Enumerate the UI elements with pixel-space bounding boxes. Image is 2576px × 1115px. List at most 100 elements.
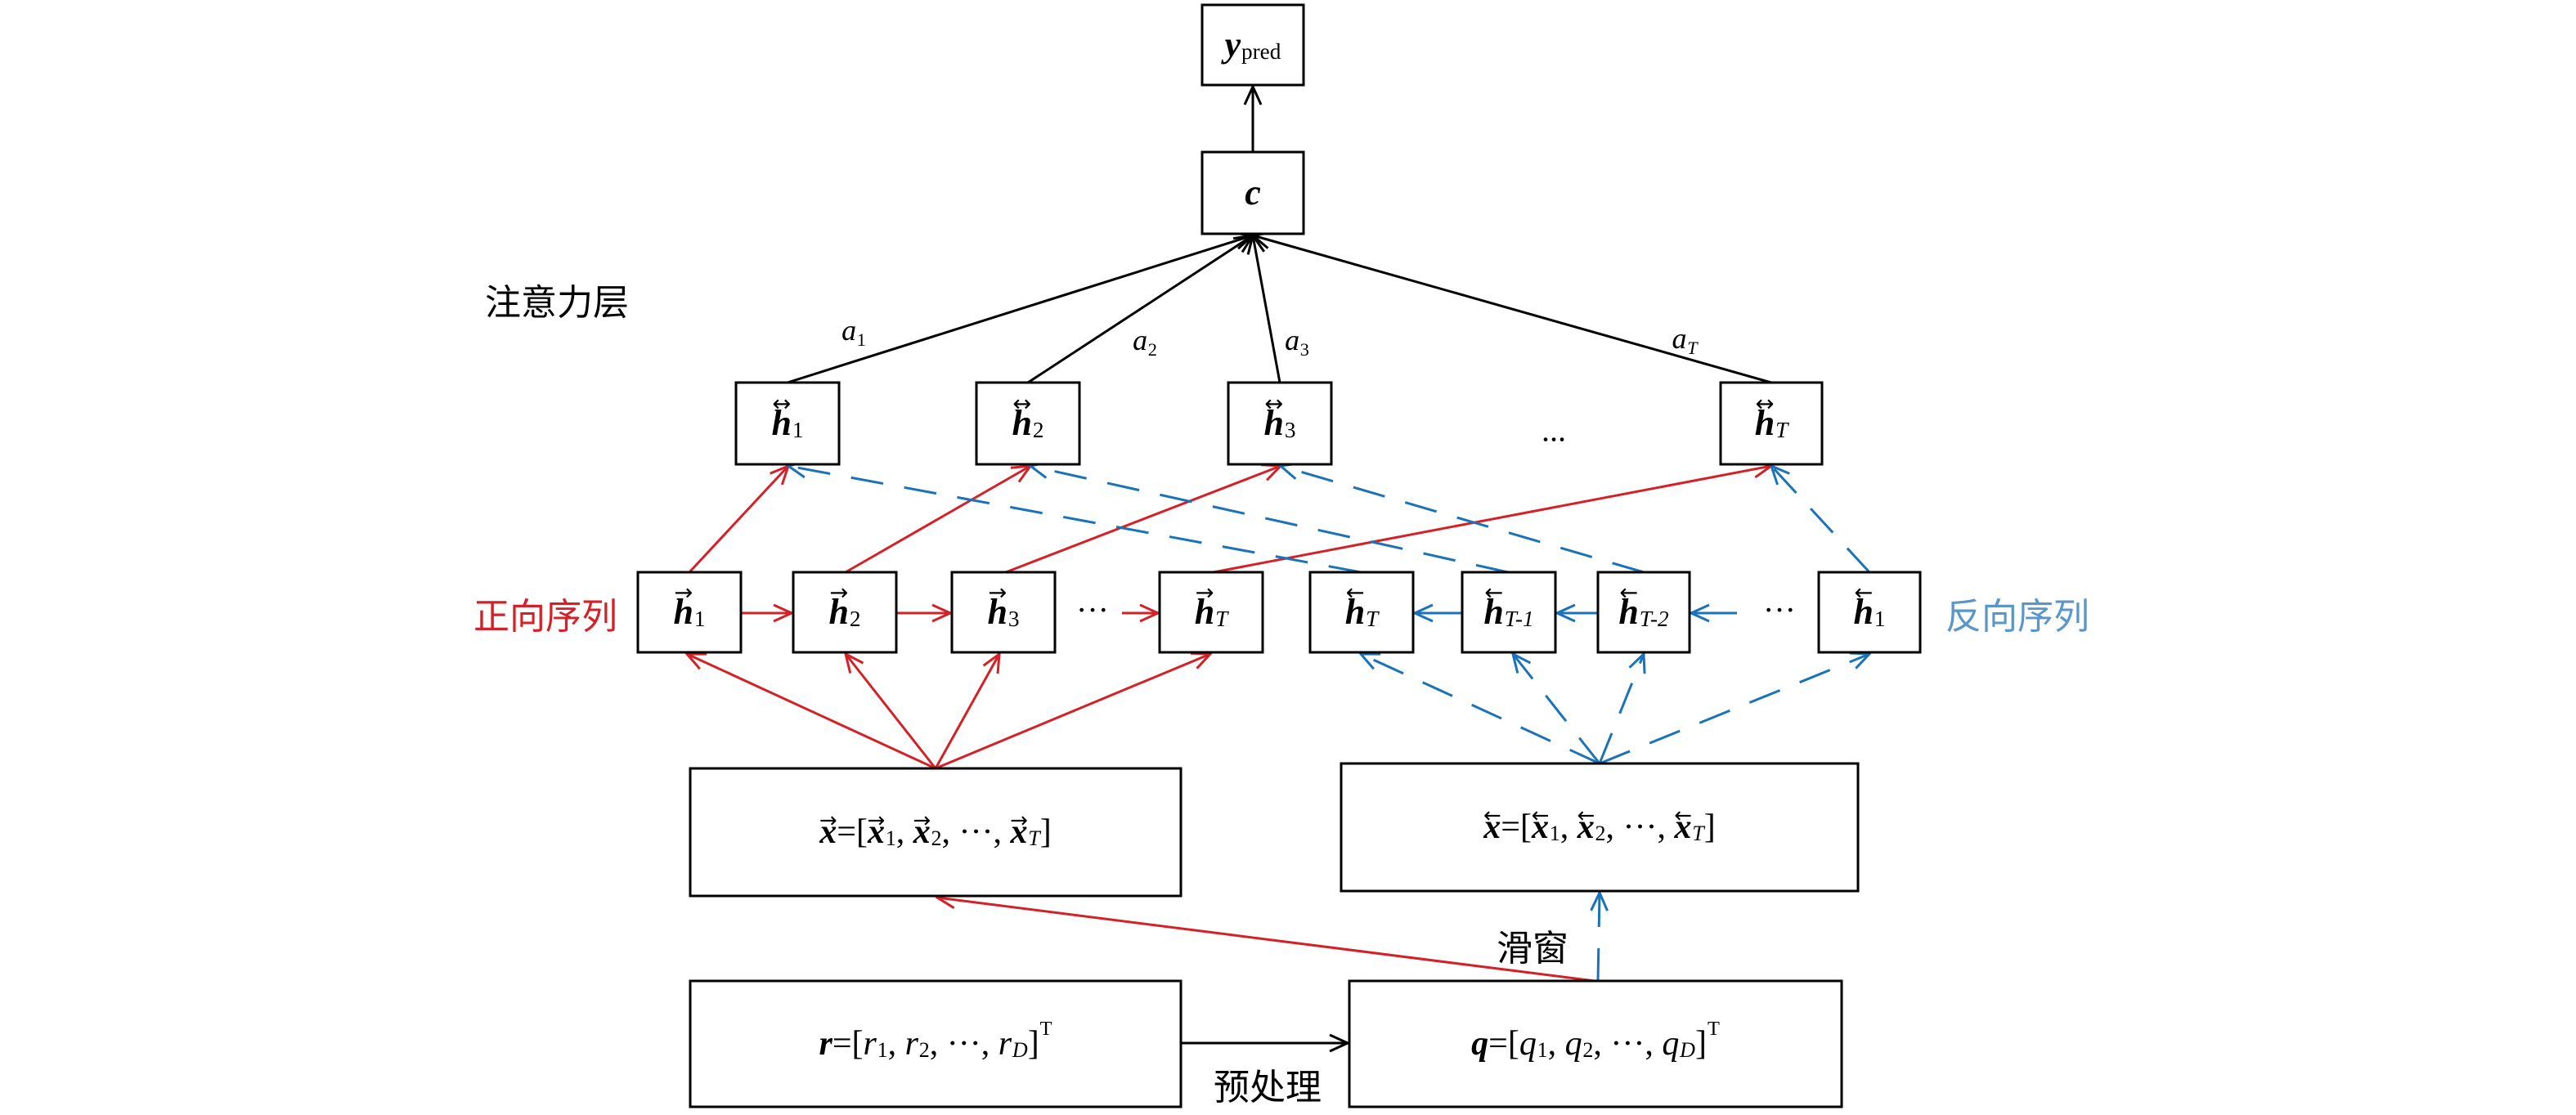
math-symbol: →x	[1010, 808, 1028, 851]
math-symbol: ←x	[1674, 803, 1692, 846]
bi-state-box-3	[1227, 381, 1333, 466]
math-accent-arrow: ←	[1531, 803, 1550, 828]
math-accent-arrow: ←	[1619, 580, 1639, 607]
math-symbol: q	[1564, 1024, 1582, 1063]
math-symbol: ←h	[1483, 580, 1504, 632]
math-operator: ,	[887, 1025, 905, 1063]
math-subscript: 1	[877, 1038, 888, 1063]
math-accent-arrow: ←	[1483, 803, 1501, 828]
math-subscript: 1	[885, 826, 896, 851]
math-symbol: q	[1519, 1024, 1537, 1063]
bi-state-ellipsis: ...	[1542, 411, 1566, 449]
attention-line-T	[1253, 235, 1772, 384]
math-symbol: ←h	[1344, 580, 1366, 632]
math-symbol: ↔h	[771, 392, 792, 443]
math-accent-arrow: ↔	[1264, 392, 1284, 418]
math-accent-arrow: →	[988, 580, 1008, 607]
math-accent-arrow: ↔	[1755, 392, 1775, 418]
context-box	[1200, 150, 1305, 235]
forward-to-bi-T	[1213, 466, 1771, 574]
backward-state-box-T1	[1461, 571, 1557, 654]
processed-to-backward-input	[1598, 893, 1600, 982]
math-symbol: →h	[828, 580, 850, 632]
backward-state-box-T	[1308, 571, 1415, 654]
math-subscript: 1	[1874, 607, 1886, 632]
math-symbol: ↔h	[1012, 392, 1033, 443]
backward-input-to-hT2	[1598, 654, 1644, 764]
math-symbol: ←x	[1531, 803, 1550, 846]
math-subscript: 3	[1284, 418, 1296, 443]
bi-state-box-2	[975, 381, 1081, 466]
math-subscript: 1	[1537, 1038, 1548, 1063]
math-accent-arrow: →	[829, 580, 849, 607]
math-subscript: 2	[849, 607, 861, 632]
math-accent-arrow: ←	[1484, 580, 1504, 607]
math-operator: , ···,	[1605, 808, 1675, 846]
attention-weight-3: a3	[1285, 323, 1309, 360]
math-operator: =[	[832, 1025, 864, 1063]
math-symbol: ←h	[1853, 580, 1874, 632]
math-symbol: r	[904, 1024, 918, 1063]
math-subscript: T-2	[1639, 607, 1669, 632]
math-symbol: →h	[673, 580, 694, 632]
math-operator: =[	[1488, 1025, 1519, 1063]
math-symbol: →h	[987, 580, 1008, 632]
math-symbol: →x	[819, 808, 837, 851]
math-operator: ,	[1547, 1025, 1565, 1063]
math-accent-arrow: ←	[1345, 580, 1365, 607]
math-subscript: T	[1028, 826, 1040, 851]
attention-weight-2: a2	[1133, 323, 1157, 360]
math-operator: ]	[1027, 1025, 1039, 1063]
math-subscript: 2	[1595, 822, 1606, 846]
math-operator: ]	[1703, 808, 1716, 846]
math-symbol: ↔h	[1263, 392, 1285, 443]
attention-weight-1: a1	[841, 313, 866, 350]
math-symbol: r	[863, 1024, 877, 1063]
forward-input-to-h1	[687, 654, 936, 770]
math-subscript: T	[1775, 418, 1788, 443]
math-symbol: r	[998, 1024, 1012, 1063]
backward-state-ellipsis: ···	[1763, 591, 1796, 629]
math-accent-arrow: ←	[1577, 803, 1595, 828]
forward-state-ellipsis: ···	[1076, 591, 1109, 629]
context-label: c	[1202, 152, 1304, 234]
math-operator: =[	[837, 813, 868, 851]
attention-line-3	[1253, 235, 1281, 383]
math-subscript: 3	[1008, 607, 1020, 632]
math-symbol: r	[819, 1024, 832, 1063]
math-accent-arrow: ←	[1854, 580, 1874, 607]
math-accent-arrow: →	[867, 808, 886, 833]
backward-input-to-hT1	[1513, 654, 1601, 764]
sliding-window-label: 滑窗	[1497, 928, 1568, 969]
forward-to-bi-3	[1005, 466, 1281, 574]
math-operator: , ···,	[929, 1025, 999, 1063]
math-subscript: 3	[1299, 338, 1309, 360]
backward-input-to-hT	[1361, 654, 1600, 765]
forward-state-box-2	[792, 571, 898, 654]
math-subscript: T	[1366, 607, 1379, 632]
forward-input-to-h3	[934, 654, 999, 769]
backward-to-bi-2	[1030, 466, 1509, 574]
backward-input-box	[1340, 762, 1860, 893]
forward-input-to-h2	[846, 654, 937, 769]
math-accent-arrow: ↔	[772, 392, 792, 418]
output-box	[1200, 3, 1305, 87]
math-subscript: 1	[856, 329, 866, 350]
forward-to-bi-2	[845, 466, 1030, 574]
math-symbol: c	[1245, 172, 1261, 213]
backward-input-to-h1	[1599, 654, 1869, 765]
math-subscript: D	[1012, 1038, 1028, 1063]
preprocessing-label: 预处理	[1214, 1067, 1322, 1108]
